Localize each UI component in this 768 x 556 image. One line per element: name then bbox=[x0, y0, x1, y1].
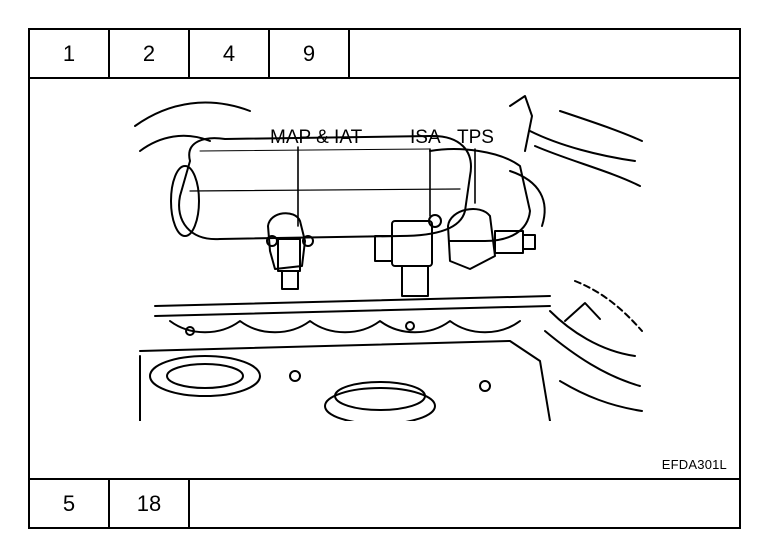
diagram-frame: 1 2 4 9 bbox=[28, 28, 741, 529]
label-isa: ISA bbox=[410, 127, 441, 148]
engine-illustration: MAP & IAT ISA TPS EFDA301L bbox=[30, 77, 739, 480]
footer-cell-18: 18 bbox=[110, 480, 190, 527]
header-cell-9: 9 bbox=[270, 30, 350, 77]
header-cell-4: 4 bbox=[190, 30, 270, 77]
footer-row: 5 18 bbox=[30, 478, 739, 527]
header-row: 1 2 4 9 bbox=[30, 30, 739, 79]
header-cell-1: 1 bbox=[30, 30, 110, 77]
footer-cell-5: 5 bbox=[30, 480, 110, 527]
header-cell-2: 2 bbox=[110, 30, 190, 77]
label-tps: TPS bbox=[457, 127, 494, 148]
engine-drawing: MAP & IAT ISA TPS bbox=[134, 95, 643, 421]
figure-caption: EFDA301L bbox=[661, 457, 727, 472]
label-map-iat: MAP & IAT bbox=[270, 127, 363, 148]
